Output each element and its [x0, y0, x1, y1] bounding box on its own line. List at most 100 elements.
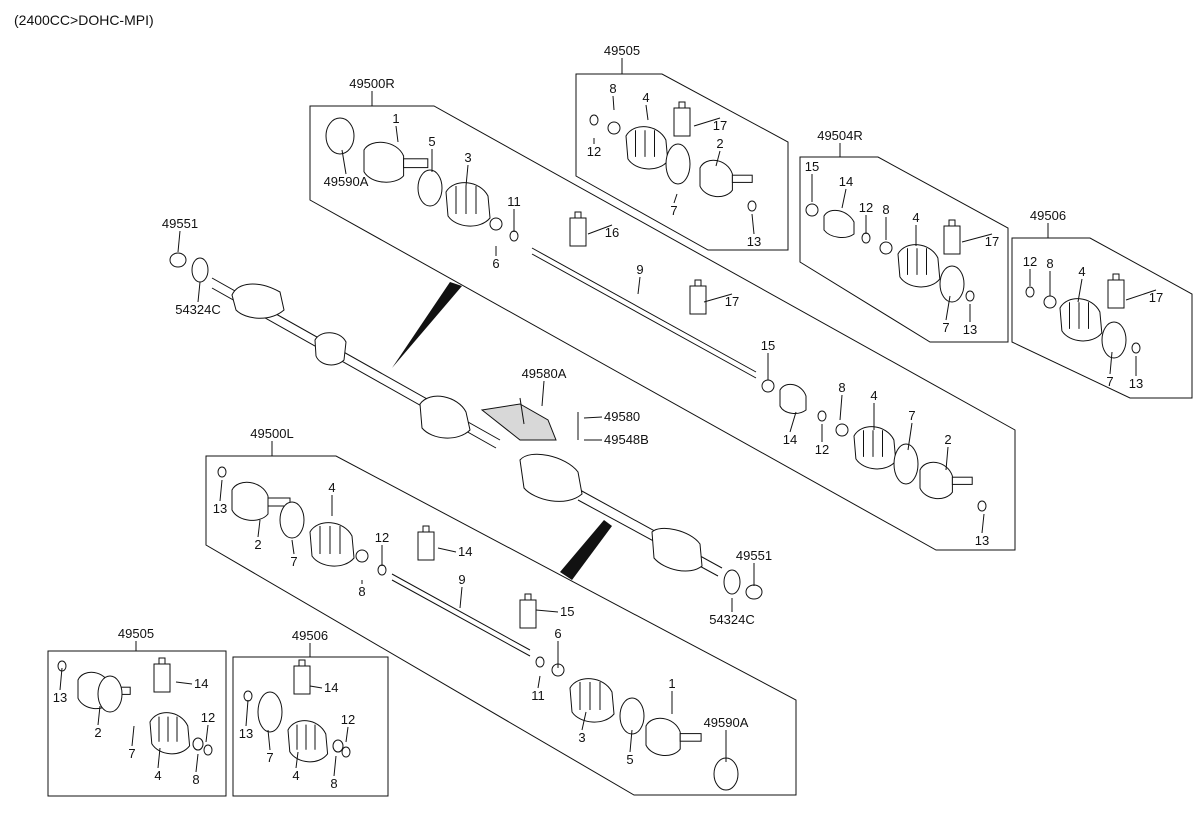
part-callout: 14 [839, 174, 853, 209]
callout-leader [59, 667, 63, 691]
ring-icon [1101, 321, 1127, 359]
part-callout: 12 [1023, 254, 1037, 286]
part-callout: 5 [428, 134, 436, 172]
callout-label: 11 [531, 688, 545, 703]
boot-icon [419, 395, 471, 439]
bracket-icon [480, 403, 557, 441]
part-callout: 6 [554, 626, 562, 668]
callout-leader [345, 726, 349, 743]
callout-label: 8 [192, 772, 199, 787]
nut-icon [745, 584, 763, 600]
callout-label: 12 [587, 144, 601, 159]
callout-label: 49548B [604, 432, 649, 447]
part-callout: 12 [201, 710, 215, 743]
boot-icon [149, 712, 191, 755]
callout-label: 6 [554, 626, 561, 641]
clip-icon [509, 230, 519, 242]
shaft-icon [531, 247, 757, 379]
boot-icon [519, 453, 583, 502]
callout-label: 49590A [324, 174, 369, 189]
callout-leader [612, 95, 615, 111]
callout-label: 49505 [118, 626, 154, 641]
group-frame-49500r [309, 105, 1016, 551]
part-callout: 14 [309, 680, 338, 695]
callout-leader [645, 104, 649, 121]
callout-label: 11 [507, 194, 521, 209]
callout-label: 13 [975, 533, 989, 548]
part-callout: 8 [1046, 256, 1054, 296]
part-callout: 49505 [118, 626, 154, 651]
clip-icon [217, 466, 227, 478]
ring-icon [665, 143, 691, 185]
ring-icon [97, 675, 123, 713]
callout-layer: 49505841217271349500R149590A531161691715… [53, 43, 1163, 791]
part-callout: 13 [239, 699, 253, 741]
cv-joint-icon [651, 528, 703, 572]
part-callout: 4 [154, 747, 162, 783]
shaft-icon [391, 573, 531, 657]
cv-joint-icon [645, 717, 702, 756]
flip-arrow-lower [560, 520, 612, 580]
engine-spec-label: (2400CC>DOHC-MPI) [14, 12, 154, 28]
callout-leader [839, 394, 843, 421]
part-callout: 8 [358, 580, 366, 599]
callout-label: 7 [1106, 374, 1113, 389]
part-callout: 8 [192, 753, 200, 787]
boot-icon [897, 244, 941, 288]
ring-icon [893, 443, 919, 485]
part-callout: 12 [587, 138, 601, 159]
callout-label: 7 [290, 554, 297, 569]
callout-label: 13 [1129, 376, 1143, 391]
part-callout: 13 [963, 304, 977, 337]
callout-label: 17 [725, 294, 739, 309]
part-callout: 14 [437, 544, 472, 559]
callout-label: 7 [942, 320, 949, 335]
part-callout: 7 [128, 725, 136, 761]
callout-leader [1125, 289, 1157, 301]
callout-label: 8 [1046, 256, 1053, 271]
callout-leader [587, 224, 613, 235]
part-callout: 13 [1129, 356, 1143, 391]
callout-leader [751, 213, 755, 235]
group-frames [47, 73, 1193, 797]
part-callout: 2 [715, 136, 724, 167]
ring-icon [332, 739, 344, 753]
part-callout: 8 [882, 202, 890, 240]
callout-label: 2 [944, 432, 951, 447]
ring-icon [191, 257, 209, 283]
callout-leader [291, 539, 295, 555]
callout-label: 49580 [604, 409, 640, 424]
part-callout: 17 [961, 233, 999, 249]
callout-label: 12 [859, 200, 873, 215]
callout-leader [197, 281, 201, 303]
part-callout: 49590A [704, 715, 749, 762]
part-callout: 15 [761, 338, 775, 380]
ring-icon [417, 169, 443, 207]
callout-leader [309, 685, 323, 689]
callout-leader [541, 380, 545, 407]
clip-icon [747, 200, 757, 212]
part-callout: 3 [578, 711, 587, 745]
ring-icon [805, 203, 819, 217]
part-callout: 1 [668, 676, 676, 714]
callout-leader [465, 164, 469, 187]
part-callout: 6 [492, 246, 500, 271]
callout-label: 12 [1023, 254, 1037, 269]
callout-label: 9 [636, 262, 643, 277]
group-frame-49504r [799, 156, 1009, 343]
callout-label: 7 [266, 750, 273, 765]
part-callout: 17 [1125, 289, 1163, 305]
grease-tube-icon [153, 657, 171, 693]
part-callout: 4 [1077, 264, 1086, 303]
callout-leader [693, 117, 721, 127]
callout-label: 4 [154, 768, 161, 783]
callout-label: 8 [330, 776, 337, 791]
callout-leader [841, 188, 847, 209]
cv-joint-icon [363, 141, 429, 183]
ring-icon [489, 217, 503, 231]
part-callout: 8 [330, 755, 338, 791]
part-callout: 49551 [736, 548, 772, 586]
part-callout: 12 [859, 200, 873, 234]
callout-leader [907, 422, 913, 451]
